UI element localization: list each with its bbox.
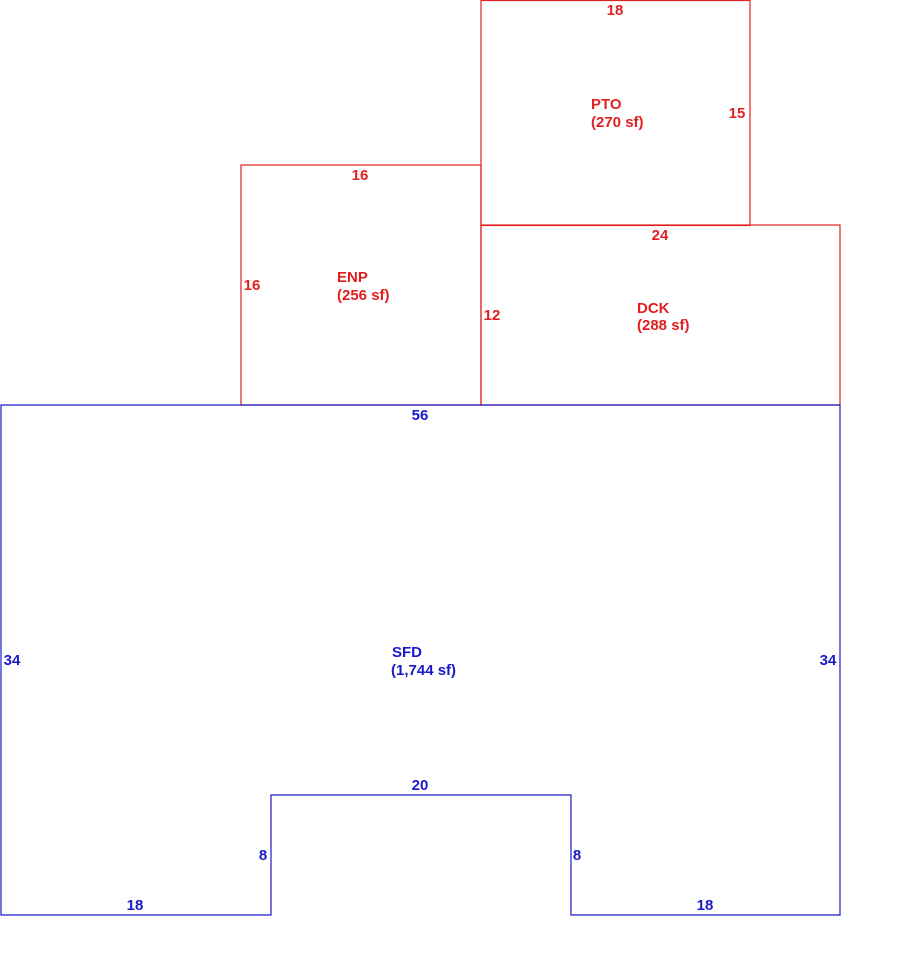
dck-left-dimension: 12 <box>484 307 501 324</box>
sfd-notch-right-dimension: 8 <box>573 847 581 864</box>
dck-area: 24 12 DCK (288 sf) <box>480 224 841 406</box>
pto-area: 18 15 PTO (270 sf) <box>480 0 751 227</box>
pto-outline <box>480 0 751 227</box>
sfd-right-dimension: 34 <box>820 652 837 669</box>
enp-top-dimension: 16 <box>352 167 369 184</box>
sfd-top-dimension: 56 <box>412 407 429 424</box>
dck-label: DCK <box>637 300 670 317</box>
sfd-bottom-right-dimension: 18 <box>697 897 714 914</box>
pto-right-dimension: 15 <box>729 105 746 122</box>
pto-label: PTO <box>591 96 622 113</box>
enp-area: 16 16 ENP (256 sf) <box>240 164 482 406</box>
pto-top-dimension: 18 <box>607 2 624 19</box>
sfd-left-dimension: 34 <box>4 652 21 669</box>
dck-top-dimension: 24 <box>652 227 669 244</box>
sfd-outline <box>0 404 841 916</box>
sfd-label: SFD <box>392 644 422 661</box>
sfd-notch-top-dimension: 20 <box>412 777 429 794</box>
pto-area-size: (270 sf) <box>591 114 644 131</box>
sfd-area-size: (1,744 sf) <box>391 662 456 679</box>
enp-label: ENP <box>337 269 368 286</box>
sfd-bottom-left-dimension: 18 <box>127 897 144 914</box>
enp-area-size: (256 sf) <box>337 287 390 304</box>
enp-left-dimension: 16 <box>244 277 261 294</box>
dck-area-size: (288 sf) <box>637 317 690 334</box>
sfd-notch-left-dimension: 8 <box>259 847 267 864</box>
sfd-area: 56 34 34 20 8 8 18 18 SFD (1,744 sf) <box>0 404 841 916</box>
